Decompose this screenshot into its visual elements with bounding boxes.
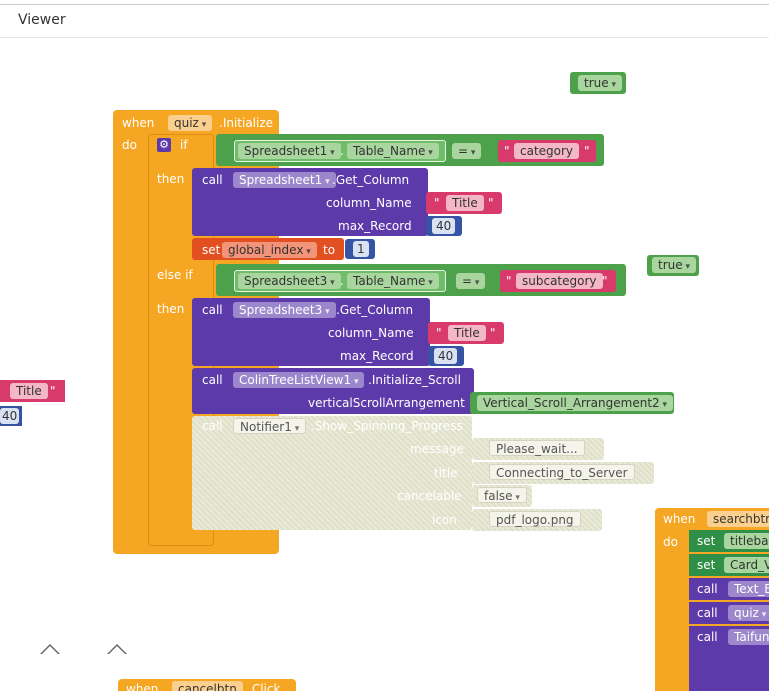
click-event-label: .Click — [248, 682, 281, 691]
when-label-bottom: when — [126, 682, 159, 691]
call-label-4: call — [202, 419, 223, 433]
taifun-dropdown[interactable]: Taifun — [728, 629, 769, 645]
call-label-1: call — [202, 173, 223, 187]
set-label-right-2: set — [697, 558, 716, 572]
title-text[interactable]: Connecting_to_Server — [489, 464, 635, 480]
category-text[interactable]: category — [514, 143, 580, 159]
quote-close-2: " — [602, 274, 608, 288]
notifier1-dropdown[interactable]: Notifier1 — [233, 418, 307, 434]
do-label: do — [122, 138, 137, 152]
icon-text[interactable]: pdf_logo.png — [489, 511, 581, 527]
else-if-label: else if — [157, 268, 193, 282]
global-index-dropdown[interactable]: global_index — [222, 242, 317, 258]
spreadsheet1-call-dropdown[interactable]: Spreadsheet1 — [233, 172, 336, 188]
subcategory-text[interactable]: subcategory — [516, 273, 603, 289]
text-title-fragment: Title — [10, 383, 48, 399]
collapse-arrow-icon[interactable] — [40, 644, 60, 654]
title-text-1[interactable]: Title — [446, 195, 484, 211]
set-label-right-1: set — [697, 534, 716, 548]
equals-operator-2[interactable]: = — [456, 273, 486, 289]
get-column-method-2: .Get_Column — [336, 303, 414, 317]
spreadsheet1-dropdown[interactable]: Spreadsheet1 — [238, 143, 341, 159]
call-label-3: call — [202, 373, 223, 387]
quote-2a: " — [436, 326, 442, 340]
floating-true-block-2[interactable]: true — [647, 255, 699, 276]
titlebar-dropdown[interactable]: titlebar — [724, 533, 769, 549]
quote-1b: " — [488, 196, 494, 210]
quiz-call-dropdown[interactable]: quiz — [728, 605, 769, 621]
top-border — [0, 0, 769, 5]
blocks-workspace[interactable]: true true Title " 40 when quiz .Initiali… — [0, 38, 769, 691]
cancelable-dropdown[interactable]: false — [477, 487, 527, 503]
initialize-scroll-method: .Initialize_Scroll — [368, 373, 461, 387]
call-label-2: call — [202, 303, 223, 317]
call-label-right-1: call — [697, 582, 718, 596]
icon-label: icon — [432, 513, 457, 527]
quote-1a: " — [434, 196, 440, 210]
true-dropdown-2[interactable]: true — [652, 257, 697, 273]
call-block-notifier-disabled[interactable] — [192, 416, 472, 530]
do-label-right: do — [663, 535, 678, 549]
table-name-dropdown-2[interactable]: Table_Name — [347, 273, 439, 289]
cancelbtn-dropdown[interactable]: cancelbtn — [172, 681, 243, 691]
max-record-label-1: max_Record — [338, 219, 412, 233]
show-spinning-progress-method: .Show_Spinning_Progress — [311, 419, 463, 433]
then-label-2: then — [157, 302, 185, 316]
searchbtn-dropdown[interactable]: searchbtn — [707, 511, 769, 527]
column-name-label-2: column_Name — [328, 326, 414, 340]
quote-close-1: " — [584, 144, 590, 158]
quiz-component-dropdown[interactable]: quiz — [168, 115, 213, 131]
column-name-label-1: column_Name — [326, 196, 412, 210]
get-column-method-1: .Get_Column — [332, 173, 410, 187]
call-label-right-2: call — [697, 606, 718, 620]
then-label-1: then — [157, 172, 185, 186]
quote-open-2: " — [506, 274, 512, 288]
viewer-header: Viewer — [0, 5, 769, 38]
call-label-right-3: call — [697, 630, 718, 644]
vertical-scroll-arrangement-label: verticalScrollArrangement — [308, 396, 465, 410]
colintreelistview-dropdown[interactable]: ColinTreeListView1 — [233, 372, 365, 388]
dot-label: . — [340, 144, 344, 158]
viewer-title: Viewer — [18, 12, 66, 28]
spreadsheet3-dropdown[interactable]: Spreadsheet3 — [238, 273, 341, 289]
quote-mark: " — [50, 384, 56, 398]
vertical-scroll-arrangement-dropdown[interactable]: Vertical_Scroll_Arrangement2 — [477, 395, 674, 411]
gear-icon[interactable]: ⚙ — [157, 138, 171, 152]
cancelable-label: cancelable — [397, 489, 462, 503]
dot-label-2: . — [340, 274, 344, 288]
max-record-value-2[interactable]: 40 — [434, 348, 458, 364]
true-dropdown[interactable]: true — [578, 75, 623, 91]
collapse-arrow-icon-2[interactable] — [107, 644, 127, 654]
when-label: when — [122, 116, 155, 130]
number-fragment-value: 40 — [0, 408, 20, 424]
when-label-right: when — [663, 512, 696, 526]
message-label: message — [410, 442, 464, 456]
quote-open-1: " — [504, 144, 510, 158]
set-value-1[interactable]: 1 — [353, 241, 369, 257]
message-text[interactable]: Please_wait... — [489, 440, 585, 456]
card-dropdown[interactable]: Card_V — [724, 557, 769, 573]
title-text-2[interactable]: Title — [448, 325, 486, 341]
max-record-value-1[interactable]: 40 — [432, 218, 456, 234]
quote-2b: " — [490, 326, 496, 340]
number-block-fragment[interactable]: 40 — [0, 406, 22, 426]
if-label: if — [180, 138, 188, 152]
text-block-fragment[interactable]: Title " — [0, 380, 65, 402]
table-name-dropdown-1[interactable]: Table_Name — [347, 143, 439, 159]
floating-true-block[interactable]: true — [570, 72, 626, 94]
max-record-label-2: max_Record — [340, 349, 414, 363]
spreadsheet3-call-dropdown[interactable]: Spreadsheet3 — [233, 302, 336, 318]
initialize-event-label: .Initialize — [219, 116, 274, 130]
text-e-dropdown[interactable]: Text_E — [728, 581, 769, 597]
equals-operator-1[interactable]: = — [452, 143, 482, 159]
title-label: title — [434, 466, 458, 480]
to-label: to — [323, 243, 336, 257]
set-label: set — [202, 243, 221, 257]
